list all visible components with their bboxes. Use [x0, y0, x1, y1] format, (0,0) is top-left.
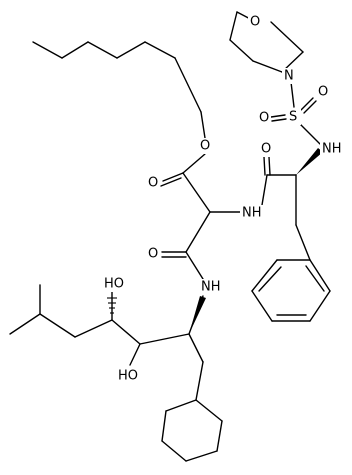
bond [161, 440, 187, 462]
bond [309, 259, 331, 292]
bond [229, 11, 238, 41]
bond [290, 81, 295, 108]
bond [216, 420, 223, 452]
bond [305, 265, 325, 292]
bonds [9, 11, 331, 462]
bond [251, 259, 278, 292]
bond [261, 174, 268, 206]
bond [309, 290, 331, 322]
amide-nh-label: NH [242, 206, 262, 221]
bond [200, 111, 206, 139]
bond [61, 41, 89, 59]
bond [161, 410, 167, 442]
ester-carbonyl-oxygen-label: O [148, 176, 158, 191]
bond [270, 21, 304, 53]
amide-oxygen-label: O [261, 142, 271, 157]
bond [87, 41, 118, 59]
wedge-bond [296, 148, 323, 175]
bond [188, 333, 204, 363]
hydroxyl-label: HO [118, 369, 138, 384]
hashed-wedge-bond [107, 297, 117, 314]
bond [182, 172, 211, 213]
sulfur-label: S [289, 110, 297, 125]
bond [185, 251, 204, 280]
bond [32, 41, 63, 59]
bond [9, 313, 41, 335]
bond [139, 333, 190, 345]
stereo-wedges [107, 148, 323, 334]
sulfonyl-oxygen-label: O [259, 111, 269, 126]
bond [129, 343, 141, 366]
morpholine-nitrogen-label: N [284, 69, 294, 84]
bond [116, 41, 146, 59]
sulfonamide-nh-label: NH [322, 142, 342, 157]
bond [195, 399, 223, 422]
bond [263, 156, 266, 176]
bond [251, 290, 273, 322]
bond [174, 57, 202, 113]
bond [74, 319, 113, 338]
ester-oxygen-label: O [200, 139, 210, 154]
bond [144, 41, 176, 59]
wedge-bond [189, 296, 206, 334]
bond [111, 319, 141, 345]
morpholine-oxygen-label: O [250, 15, 260, 30]
bond [268, 156, 271, 176]
bond [295, 224, 311, 261]
bond [160, 177, 182, 187]
bond [185, 211, 211, 253]
bond [271, 118, 287, 122]
bond [300, 97, 314, 111]
bond [165, 399, 197, 412]
bond [252, 60, 283, 73]
bond [39, 313, 76, 338]
bond [162, 172, 184, 182]
bond [185, 450, 218, 462]
bond [303, 100, 317, 114]
amide-nh-label: NH [201, 280, 221, 295]
sulfonyl-oxygen-label: O [318, 85, 328, 100]
bond [258, 266, 282, 292]
bond [229, 39, 254, 62]
bond [270, 114, 286, 118]
bond [299, 123, 321, 145]
amide-oxygen-label: O [148, 247, 158, 262]
hydroxyl-label: HO [104, 277, 124, 292]
bond [182, 153, 206, 174]
atom-labels: O N S O O NH O O O NH O NH HO HO [103, 14, 344, 384]
bond [195, 361, 204, 401]
